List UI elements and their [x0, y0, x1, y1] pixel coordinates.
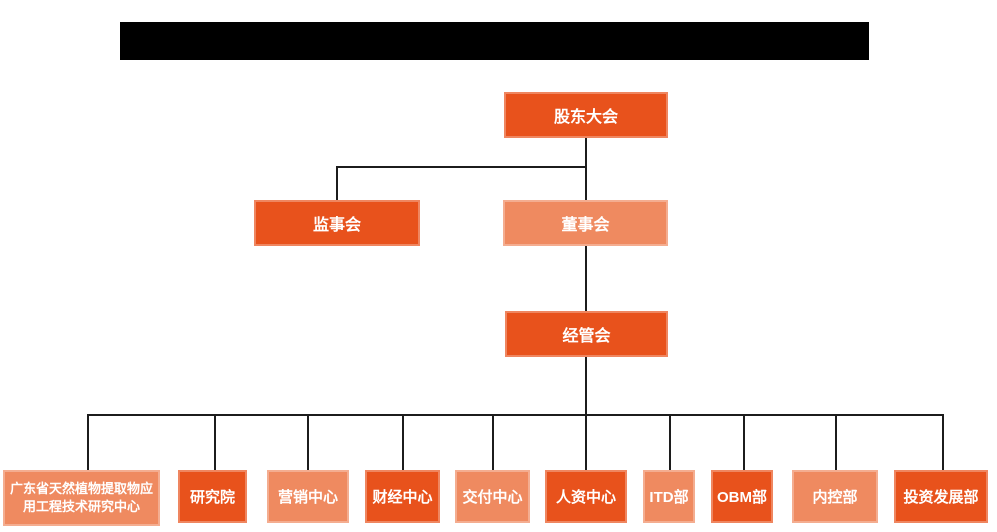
org-node-dept-research-institute: 研究院: [178, 470, 247, 523]
redacted-title-bar: [120, 22, 869, 60]
connector-drop-obm: [743, 414, 745, 470]
org-node-dept-obm: OBM部: [711, 470, 773, 523]
connector-drop-marketing-center: [307, 414, 309, 470]
org-node-board-of-directors: 董事会: [503, 200, 668, 246]
connector-management-bus: [585, 357, 587, 415]
org-node-dept-itd: ITD部: [643, 470, 695, 523]
org-node-dept-investment-development: 投资发展部: [894, 470, 988, 523]
org-node-dept-hr-center: 人资中心: [545, 470, 627, 523]
connector-drop-research-institute: [214, 414, 216, 470]
connector-drop-internal-control: [835, 414, 837, 470]
org-node-dept-finance-center: 财经中心: [365, 470, 440, 523]
org-node-dept-delivery-center: 交付中心: [455, 470, 530, 523]
connector-drop-finance-center: [402, 414, 404, 470]
org-node-board-of-supervisors: 监事会: [254, 200, 420, 246]
org-node-dept-marketing-center: 营销中心: [267, 470, 349, 523]
org-node-management-committee: 经管会: [505, 311, 668, 357]
org-node-shareholders-meeting: 股东大会: [504, 92, 668, 138]
connector-department-bus: [87, 414, 944, 416]
connector-branch-horizontal: [336, 166, 587, 168]
connector-drop-hr-center: [585, 414, 587, 470]
org-node-dept-guangdong-research-center: 广东省天然植物提取物应用工程技术研究中心: [3, 470, 160, 526]
org-node-dept-internal-control: 内控部: [792, 470, 878, 523]
connector-directors-management: [585, 246, 587, 311]
connector-drop-guangdong-center: [87, 414, 89, 470]
connector-supervisors-down: [336, 166, 338, 200]
connector-drop-delivery-center: [492, 414, 494, 470]
connector-drop-itd: [669, 414, 671, 470]
connector-drop-investment-development: [942, 414, 944, 470]
connector-shareholders-down: [585, 138, 587, 200]
